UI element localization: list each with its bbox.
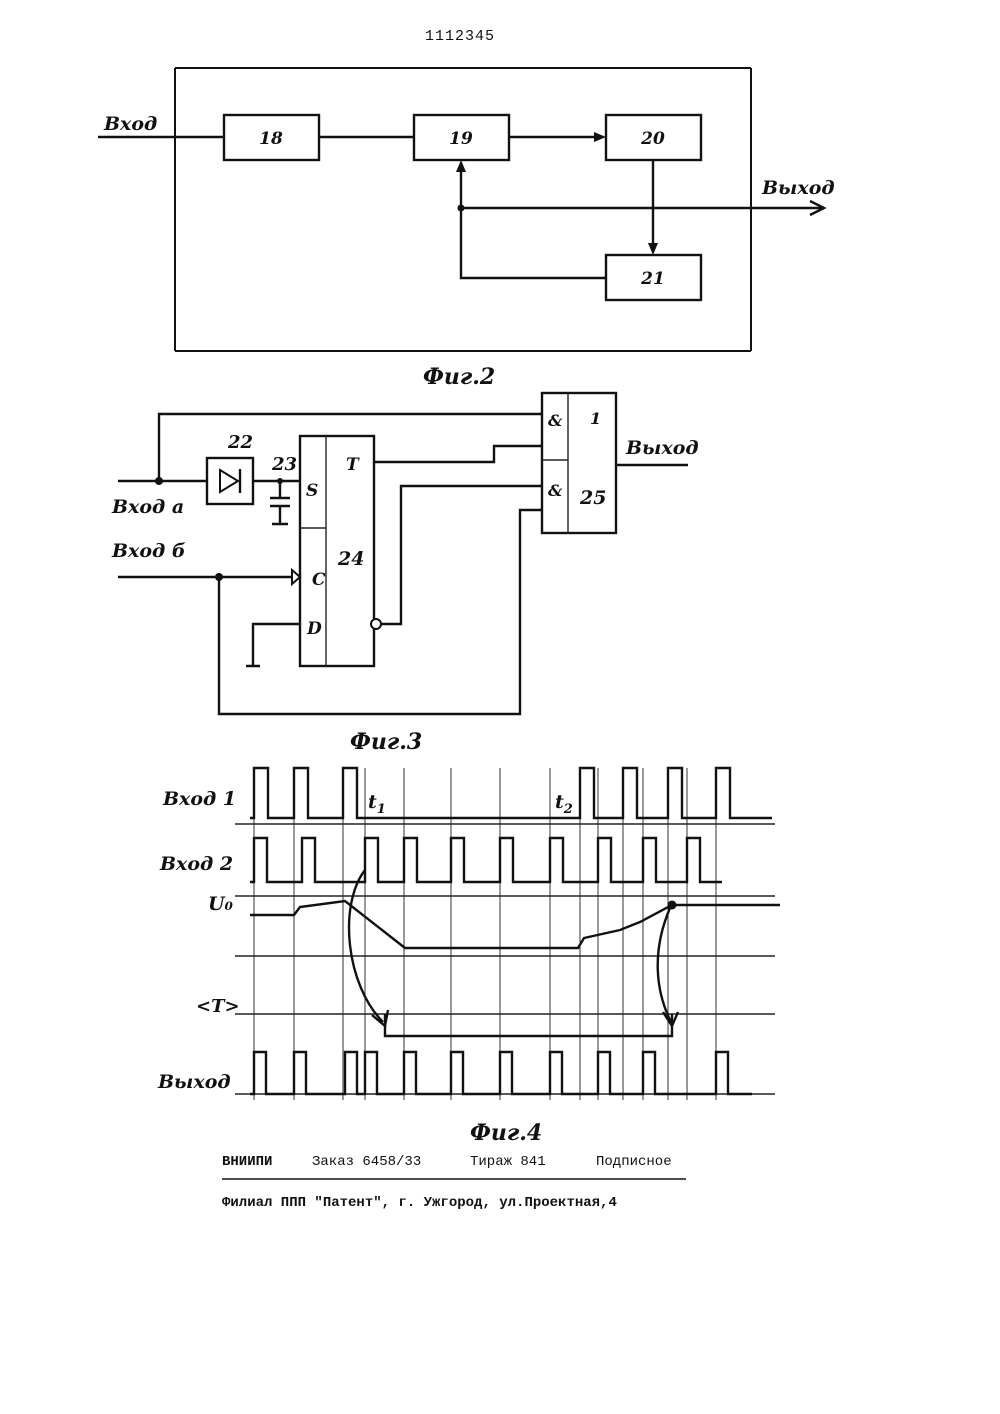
fig3-inverted-output bbox=[371, 619, 381, 629]
footer-subscription: Подписное bbox=[596, 1154, 672, 1170]
fig3-pin-s: S bbox=[306, 481, 318, 501]
fig3-pin-d: D bbox=[306, 619, 322, 639]
fig3-or-symbol: 1 bbox=[590, 409, 601, 428]
fig3-input-a-label: Вход а bbox=[111, 496, 184, 518]
fig3-output-label: Выход bbox=[625, 437, 699, 459]
fig4-caption: Фиг.4 bbox=[470, 1120, 542, 1146]
fig4-input1-waveform bbox=[250, 768, 772, 818]
fig4-output-waveform bbox=[250, 1052, 752, 1094]
fig3-diode-label: 22 bbox=[227, 432, 253, 453]
fig2-feedback-21-19 bbox=[461, 168, 606, 278]
fig2-block-21-label: 21 bbox=[640, 269, 665, 289]
fig3-circuit: S T C D 24 & & 1 25 22 23 Вход а bbox=[111, 393, 699, 755]
footer-branch: Филиал ППП "Патент", г. Ужгород, ул.Прое… bbox=[222, 1195, 617, 1211]
fig3-gate-label: 25 bbox=[579, 487, 606, 509]
fig2-caption: Фиг.2 bbox=[423, 364, 495, 390]
fig3-input-b-feedback bbox=[219, 510, 542, 714]
fig4-input2-waveform bbox=[250, 838, 722, 882]
fig2-block-19-label: 19 bbox=[449, 129, 473, 149]
fig2-input-label: Вход bbox=[103, 113, 157, 135]
fig3-clock-triangle bbox=[292, 570, 300, 584]
fig3-trigger-label: 24 bbox=[337, 548, 364, 570]
fig2-arrow-to-20 bbox=[594, 132, 606, 142]
fig4-marker-t2: t2 bbox=[555, 791, 573, 817]
fig4-label-output: Выход bbox=[157, 1071, 231, 1093]
fig3-t-to-or bbox=[374, 446, 542, 462]
fig3-inv-to-and bbox=[381, 486, 542, 624]
fig3-caption: Фиг.3 bbox=[350, 729, 422, 755]
fig4-marker-t1-sub: 1 bbox=[377, 802, 386, 817]
fig2-block-18-label: 18 bbox=[259, 129, 283, 149]
fig4-marker-t2-sub: 2 bbox=[563, 802, 573, 817]
fig2-junction-dot bbox=[458, 205, 465, 212]
fig4-arrow-t1 bbox=[349, 870, 383, 1022]
fig2-arrow-to-21 bbox=[648, 243, 658, 255]
fig4-timing-diagram: Вход 1 Вход 2 U₀ <T> Выход t1 t2 Фиг.4 bbox=[157, 768, 780, 1146]
fig4-label-input1: Вход 1 bbox=[162, 788, 236, 810]
fig2-output-label: Выход bbox=[761, 177, 835, 199]
fig4-arrow-t2 bbox=[658, 908, 671, 1022]
fig3-capacitor bbox=[270, 481, 290, 524]
fig3-and-upper: & bbox=[548, 411, 563, 430]
fig4-label-input2: Вход 2 bbox=[159, 853, 233, 875]
page-number: 1112345 bbox=[425, 28, 495, 45]
fig3-input-b-label: Вход б bbox=[111, 540, 186, 562]
fig2-block-20-label: 20 bbox=[640, 129, 665, 149]
imprint-footer: ВНИИПИ Заказ 6458/33 Тираж 841 Подписное… bbox=[222, 1154, 686, 1211]
fig4-marker-t1: t1 bbox=[368, 791, 386, 817]
fig3-diode-box bbox=[207, 458, 253, 504]
fig3-cap-node bbox=[277, 478, 283, 484]
fig3-and-lower: & bbox=[548, 481, 563, 500]
footer-edition: Тираж 841 bbox=[470, 1154, 546, 1170]
footer-order: Заказ 6458/33 bbox=[312, 1154, 421, 1170]
fig4-u0-curve bbox=[250, 901, 780, 948]
fig2-arrow-to-19 bbox=[456, 160, 466, 172]
fig3-d-ground bbox=[246, 624, 300, 666]
fig2-block-diagram: 18 19 20 21 Вход Выход Фиг.2 bbox=[98, 68, 835, 390]
fig4-label-t: <T> bbox=[196, 996, 240, 1017]
fig4-t-waveform bbox=[385, 1014, 672, 1036]
fig3-capacitor-label: 23 bbox=[271, 454, 297, 475]
footer-org: ВНИИПИ bbox=[222, 1154, 272, 1170]
fig3-pin-t: T bbox=[346, 455, 360, 475]
fig4-label-u0: U₀ bbox=[208, 893, 234, 915]
fig3-pin-c: C bbox=[312, 570, 326, 590]
